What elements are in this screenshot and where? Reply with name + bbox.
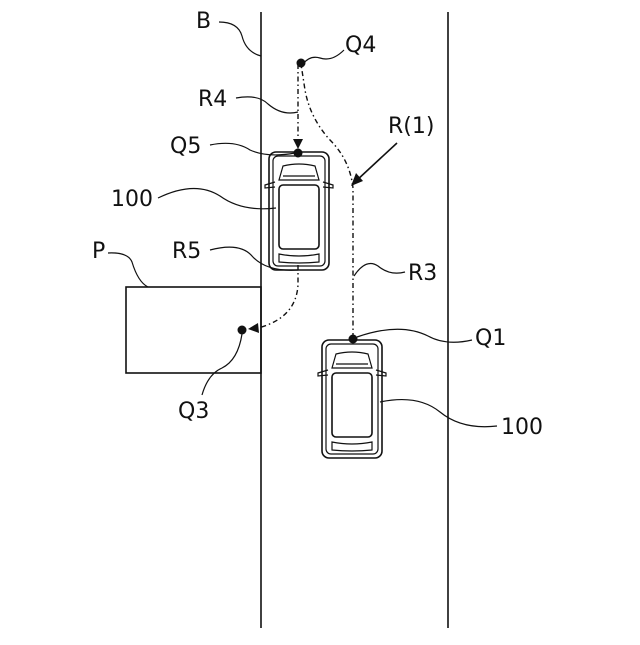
- label-road: B: [196, 9, 211, 34]
- label-r1: R(1): [388, 114, 434, 139]
- label-r4: R4: [198, 87, 227, 112]
- leader-q4: [303, 50, 344, 64]
- leader-vehicle-upper: [158, 188, 276, 208]
- route-r5-arrowhead: [248, 323, 259, 333]
- leader-q3: [202, 334, 242, 395]
- point-q1: [349, 335, 358, 344]
- leader-vehicle-lower: [380, 400, 497, 427]
- vehicle-lower: [318, 340, 386, 458]
- label-vehicle-upper: 100: [111, 187, 153, 212]
- route-overall-pointer: [356, 143, 397, 181]
- label-q3: Q3: [178, 399, 209, 424]
- label-vehicle-lower: 100: [501, 415, 543, 440]
- leader-r3: [354, 264, 405, 276]
- label-p: P: [92, 239, 105, 264]
- label-r3: R3: [408, 261, 437, 286]
- leader-r5: [210, 247, 298, 270]
- vehicle-upper: [265, 152, 333, 270]
- route-r5-path: [258, 265, 298, 328]
- leader-b: [219, 22, 261, 56]
- label-q5: Q5: [170, 134, 201, 159]
- label-q1: Q1: [475, 326, 506, 351]
- label-r5: R5: [172, 239, 201, 264]
- leader-q5: [210, 143, 295, 155]
- route-overall-arrowhead: [351, 173, 363, 186]
- route-r4-arrowhead: [293, 139, 303, 149]
- route-r3-path: [301, 64, 353, 338]
- label-q4: Q4: [345, 33, 376, 58]
- point-q3: [238, 326, 247, 335]
- leader-r4: [236, 97, 298, 113]
- leader-p: [108, 253, 148, 287]
